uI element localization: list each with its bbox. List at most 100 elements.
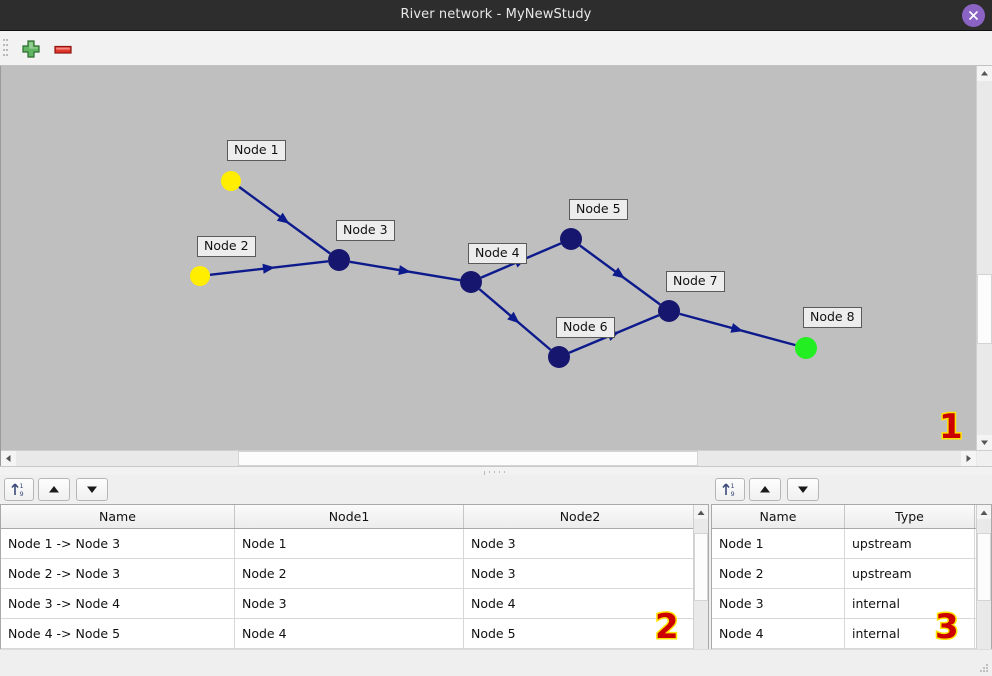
edge-arrowhead [398, 265, 411, 275]
node-node5[interactable] [560, 228, 582, 250]
svg-text:1: 1 [731, 482, 735, 490]
scrollbar-thumb[interactable] [977, 274, 992, 344]
nodes-column-header-name[interactable]: Name [712, 505, 845, 528]
node-label-node2[interactable]: Node 2 [197, 236, 256, 257]
cell-type[interactable]: upstream [845, 559, 975, 588]
scroll-down-icon[interactable] [977, 435, 992, 450]
splitter-grip [484, 471, 512, 475]
annotation-3: 3 [934, 607, 961, 647]
scrollbar-thumb[interactable] [977, 533, 991, 601]
sort-icon[interactable]: 1 9 [4, 478, 34, 501]
move-down-button[interactable] [76, 478, 108, 501]
reaches-column-header-node1[interactable]: Node1 [235, 505, 464, 528]
annotation-2: 2 [654, 607, 681, 647]
sort-icon[interactable]: 1 9 [715, 478, 745, 501]
nodes-column-header-type[interactable]: Type [845, 505, 975, 528]
canvas-horizontal-scrollbar[interactable] [1, 450, 992, 466]
window-title: River network - MyNewStudy [400, 7, 592, 22]
node-node4[interactable] [460, 271, 482, 293]
node-node7[interactable] [658, 300, 680, 322]
cell-type[interactable]: upstream [845, 529, 975, 558]
node-label-node5[interactable]: Node 5 [569, 199, 628, 220]
edge-arrowhead [262, 263, 275, 274]
node-label-node7[interactable]: Node 7 [666, 271, 725, 292]
cell-name[interactable]: Node 3 [712, 589, 845, 618]
cell-node1[interactable]: Node 4 [235, 619, 464, 648]
node-node2[interactable] [190, 266, 210, 286]
edge-arrowhead [612, 267, 625, 279]
cell-node2[interactable]: Node 3 [464, 529, 697, 558]
reaches-column-header-node2[interactable]: Node2 [464, 505, 697, 528]
cell-node1[interactable]: Node 2 [235, 559, 464, 588]
cell-name[interactable]: Node 4 -> Node 5 [1, 619, 235, 648]
title-bar: River network - MyNewStudy [0, 0, 992, 31]
cell-name[interactable]: Node 4 [712, 619, 845, 648]
red-minus-icon[interactable] [51, 37, 75, 61]
resize-grip[interactable] [980, 664, 989, 673]
cell-name[interactable]: Node 2 -> Node 3 [1, 559, 235, 588]
node-label-node3[interactable]: Node 3 [336, 220, 395, 241]
edge-arrowhead [507, 311, 520, 324]
cell-node1[interactable]: Node 1 [235, 529, 464, 558]
scroll-up-icon[interactable] [977, 505, 991, 519]
toolbar-grip[interactable] [3, 39, 8, 58]
main-toolbar [0, 31, 992, 66]
close-icon[interactable] [962, 4, 985, 27]
edge-arrowhead [730, 323, 744, 333]
network-graph[interactable] [1, 66, 977, 450]
node-label-node4[interactable]: Node 4 [468, 243, 527, 264]
remove-glyph [54, 45, 72, 54]
node-node1[interactable] [221, 171, 241, 191]
cell-name[interactable]: Node 3 -> Node 4 [1, 589, 235, 618]
cell-node2[interactable]: Node 3 [464, 559, 697, 588]
cell-type[interactable]: internal [845, 619, 975, 648]
move-up-button[interactable] [749, 478, 781, 501]
cell-name[interactable]: Node 2 [712, 559, 845, 588]
canvas-vertical-scrollbar[interactable] [976, 66, 992, 466]
scroll-up-icon[interactable] [977, 66, 992, 81]
node-layer [190, 171, 817, 368]
node-label-node6[interactable]: Node 6 [556, 317, 615, 338]
status-bar [0, 649, 992, 676]
scroll-up-icon[interactable] [694, 505, 708, 519]
svg-text:1: 1 [20, 482, 24, 490]
cell-type[interactable]: internal [845, 589, 975, 618]
scroll-right-icon[interactable] [961, 451, 976, 466]
node-node6[interactable] [548, 346, 570, 368]
close-glyph [968, 10, 979, 21]
cell-name[interactable]: Node 1 [712, 529, 845, 558]
cell-node1[interactable]: Node 3 [235, 589, 464, 618]
reaches-toolbar: 1 9 [0, 475, 709, 504]
scrollbar-track[interactable] [977, 81, 992, 451]
green-plus-icon[interactable] [19, 37, 43, 61]
panel-splitter[interactable] [0, 466, 992, 475]
scroll-left-icon[interactable] [1, 451, 16, 466]
move-down-button[interactable] [787, 478, 819, 501]
node-node3[interactable] [328, 249, 350, 271]
nodes-toolbar: 1 9 [711, 475, 992, 504]
node-label-node8[interactable]: Node 8 [803, 307, 862, 328]
cell-name[interactable]: Node 1 -> Node 3 [1, 529, 235, 558]
node-node8[interactable] [795, 337, 817, 359]
network-diagram-canvas[interactable]: Node 1 Node 2 Node 3 Node 4 Node 5 Node 6 Node… [0, 66, 992, 466]
scrollbar-thumb[interactable] [238, 451, 698, 466]
svg-text:9: 9 [731, 490, 735, 498]
sort-glyph: 1 9 [722, 482, 735, 498]
node-label-node1[interactable]: Node 1 [227, 140, 286, 161]
sort-glyph: 1 9 [11, 482, 24, 498]
move-up-button[interactable] [38, 478, 70, 501]
scrollbar-thumb[interactable] [694, 533, 708, 601]
add-glyph [22, 40, 40, 58]
reaches-column-header-name[interactable]: Name [1, 505, 235, 528]
